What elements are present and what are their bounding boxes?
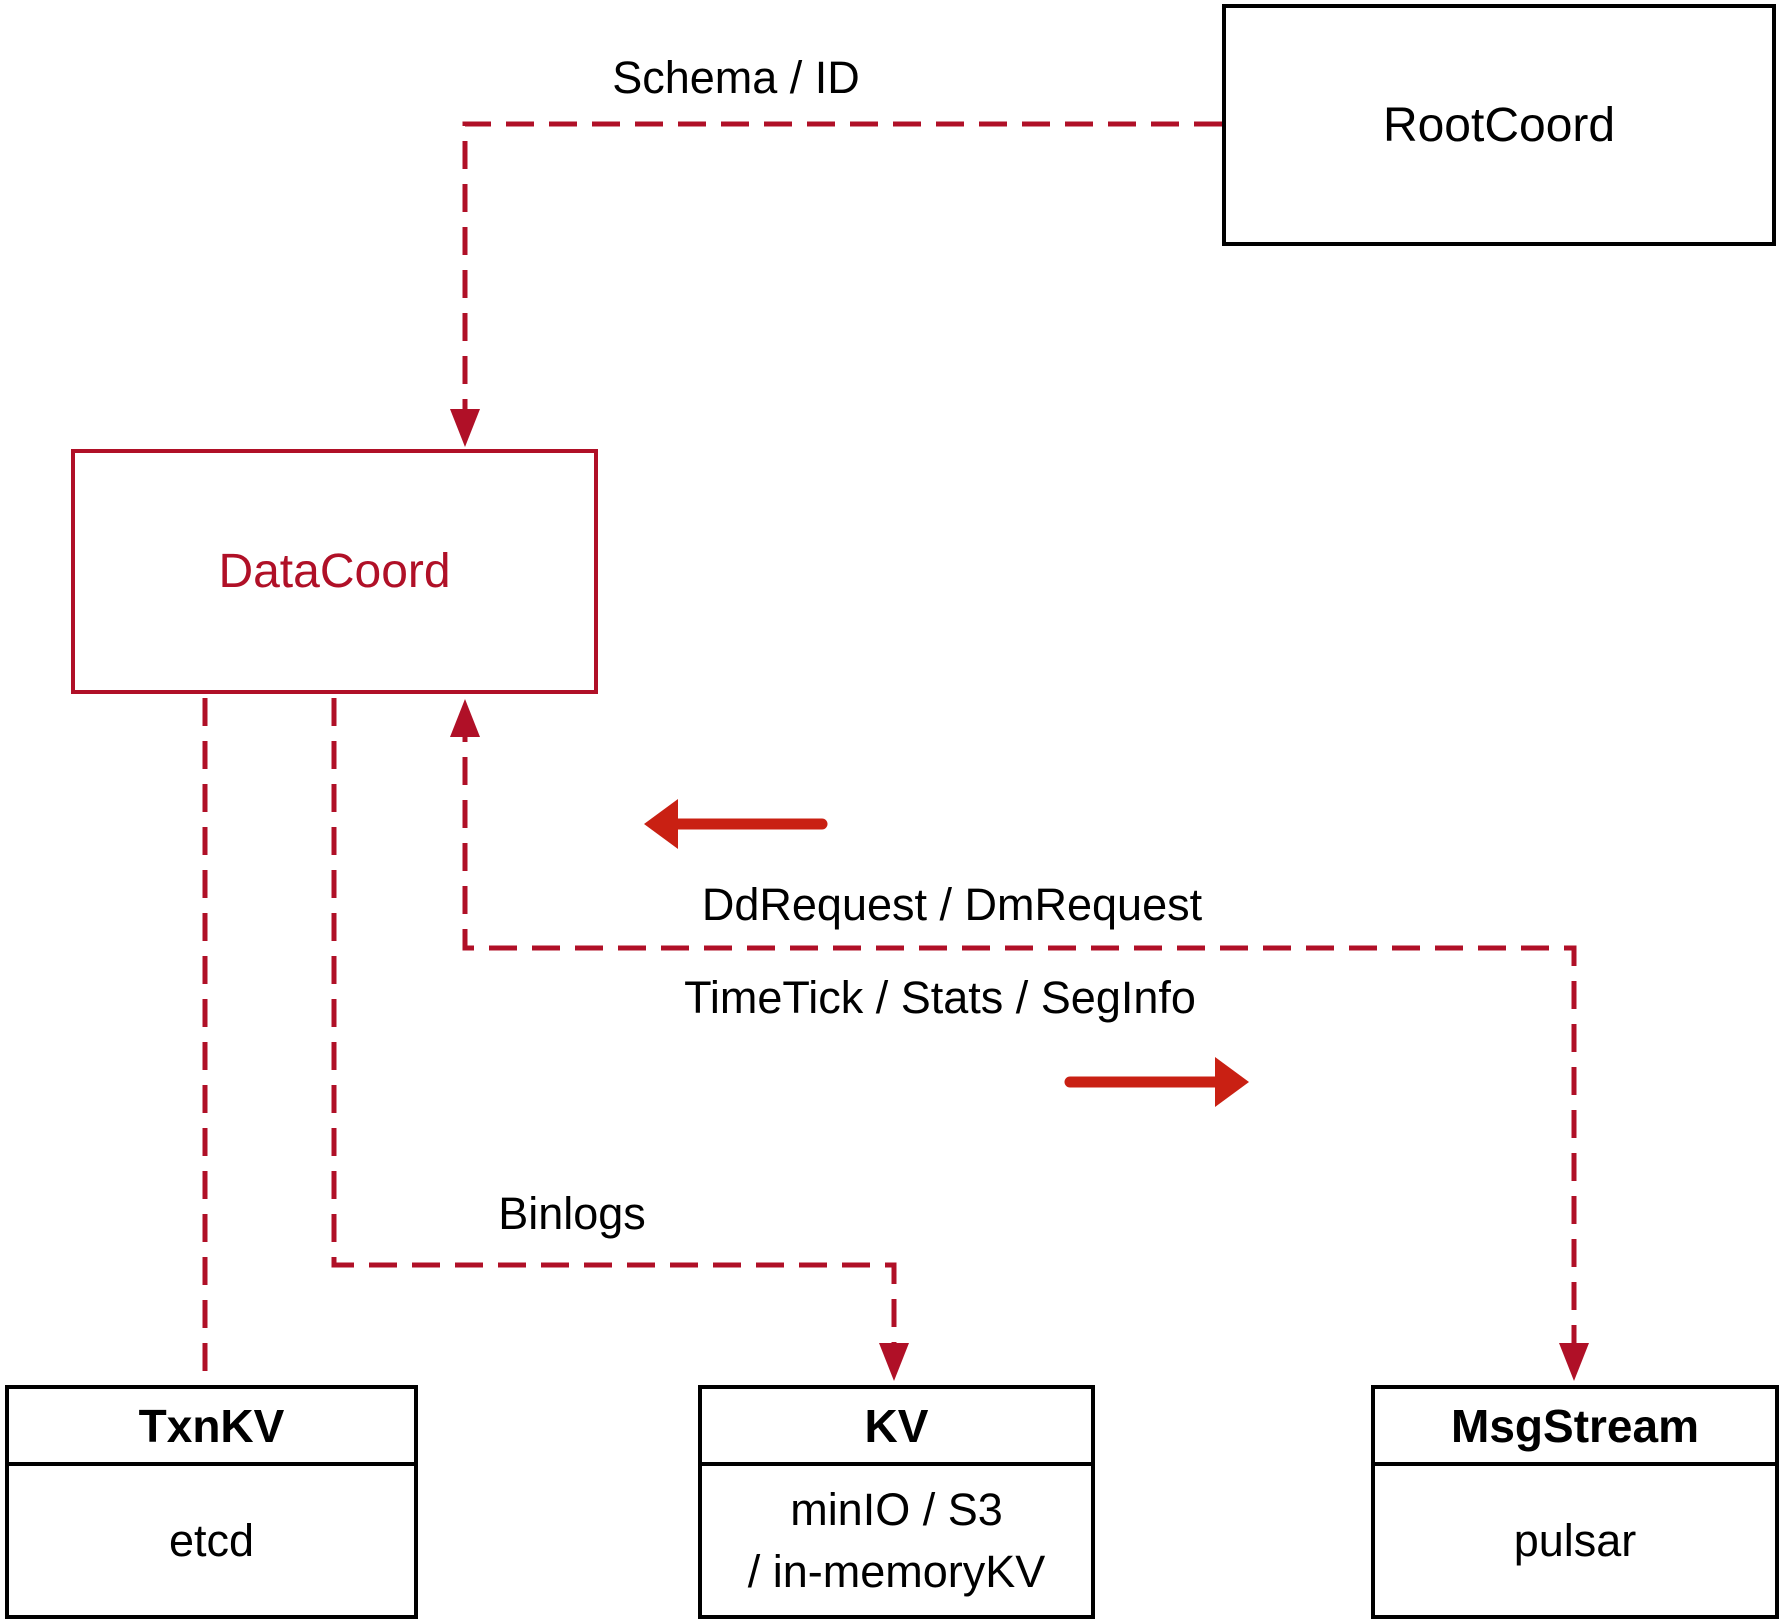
kv-title: KV <box>702 1389 1091 1466</box>
edge-label-schema-id: Schema / ID <box>612 52 860 103</box>
arrowhead-into-datacoord-bottom-icon <box>450 699 480 737</box>
arrowhead-into-msgstream-icon <box>1559 1343 1589 1381</box>
edge-datacoord-msgstream <box>462 714 1577 1343</box>
node-kv: KV minIO / S3 / in-memoryKV <box>698 1385 1095 1619</box>
arrowhead-into-datacoord-top-icon <box>450 409 480 447</box>
kv-body-line2: / in-memoryKV <box>747 1545 1046 1597</box>
arrowhead-into-kv-icon <box>879 1343 909 1381</box>
txnkv-title: TxnKV <box>9 1389 414 1466</box>
datacoord-label: DataCoord <box>218 545 451 598</box>
left-direction-arrow-icon <box>644 799 678 849</box>
msgstream-body: pulsar <box>1375 1466 1775 1615</box>
msgstream-title: MsgStream <box>1375 1389 1775 1466</box>
txnkv-body-text: etcd <box>168 1514 255 1566</box>
msgstream-body-text: pulsar <box>1513 1514 1637 1566</box>
node-datacoord: DataCoord <box>71 449 598 694</box>
txnkv-body: etcd <box>9 1466 414 1615</box>
node-rootcoord: RootCoord <box>1222 4 1776 246</box>
rootcoord-label: RootCoord <box>1382 98 1616 152</box>
right-direction-arrow-icon <box>1215 1057 1249 1107</box>
node-txnkv: TxnKV etcd <box>5 1385 418 1619</box>
kv-body-line1: minIO / S3 <box>790 1483 1003 1535</box>
edge-datacoord-to-kv-binlogs <box>331 698 897 1343</box>
edge-label-timetick-stats-seginfo: TimeTick / Stats / SegInfo <box>684 972 1196 1023</box>
edge-rootcoord-to-datacoord <box>462 121 1222 410</box>
edge-label-ddrequest-dmrequest: DdRequest / DmRequest <box>701 879 1203 930</box>
edge-label-binlogs: Binlogs <box>498 1188 646 1239</box>
node-msgstream: MsgStream pulsar <box>1371 1385 1779 1619</box>
kv-body: minIO / S3 / in-memoryKV <box>702 1466 1091 1615</box>
